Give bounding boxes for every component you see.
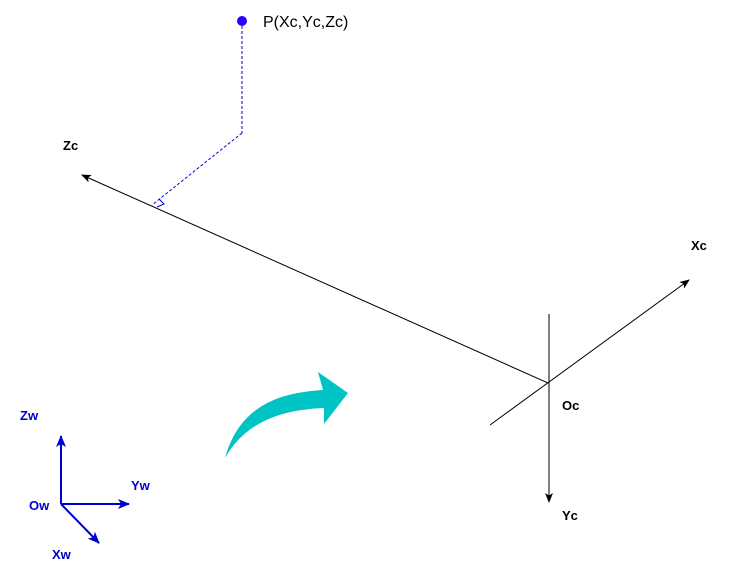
transform-arrow (225, 372, 348, 458)
point-projection: P(Xc,Yc,Zc) (151, 14, 348, 208)
zc-label: Zc (63, 138, 78, 153)
xw-axis (60, 503, 100, 544)
oc-label: Oc (562, 398, 579, 413)
yw-label: Yw (131, 478, 151, 493)
xc-label: Xc (691, 238, 707, 253)
xc-axis (489, 279, 690, 426)
point-p (237, 16, 247, 26)
zc-axis (81, 174, 549, 384)
yc-label: Yc (562, 508, 578, 523)
xw-label: Xw (52, 547, 72, 562)
point-p-label: P(Xc,Yc,Zc) (263, 14, 348, 31)
right-angle-marker (156, 198, 165, 208)
ow-label: Ow (29, 498, 50, 513)
world-axes: Zw Yw Xw Ow (20, 408, 151, 562)
projection-diagonal (151, 132, 243, 206)
camera-axes: Zc Xc Yc Oc (63, 138, 707, 523)
zw-label: Zw (20, 408, 39, 423)
